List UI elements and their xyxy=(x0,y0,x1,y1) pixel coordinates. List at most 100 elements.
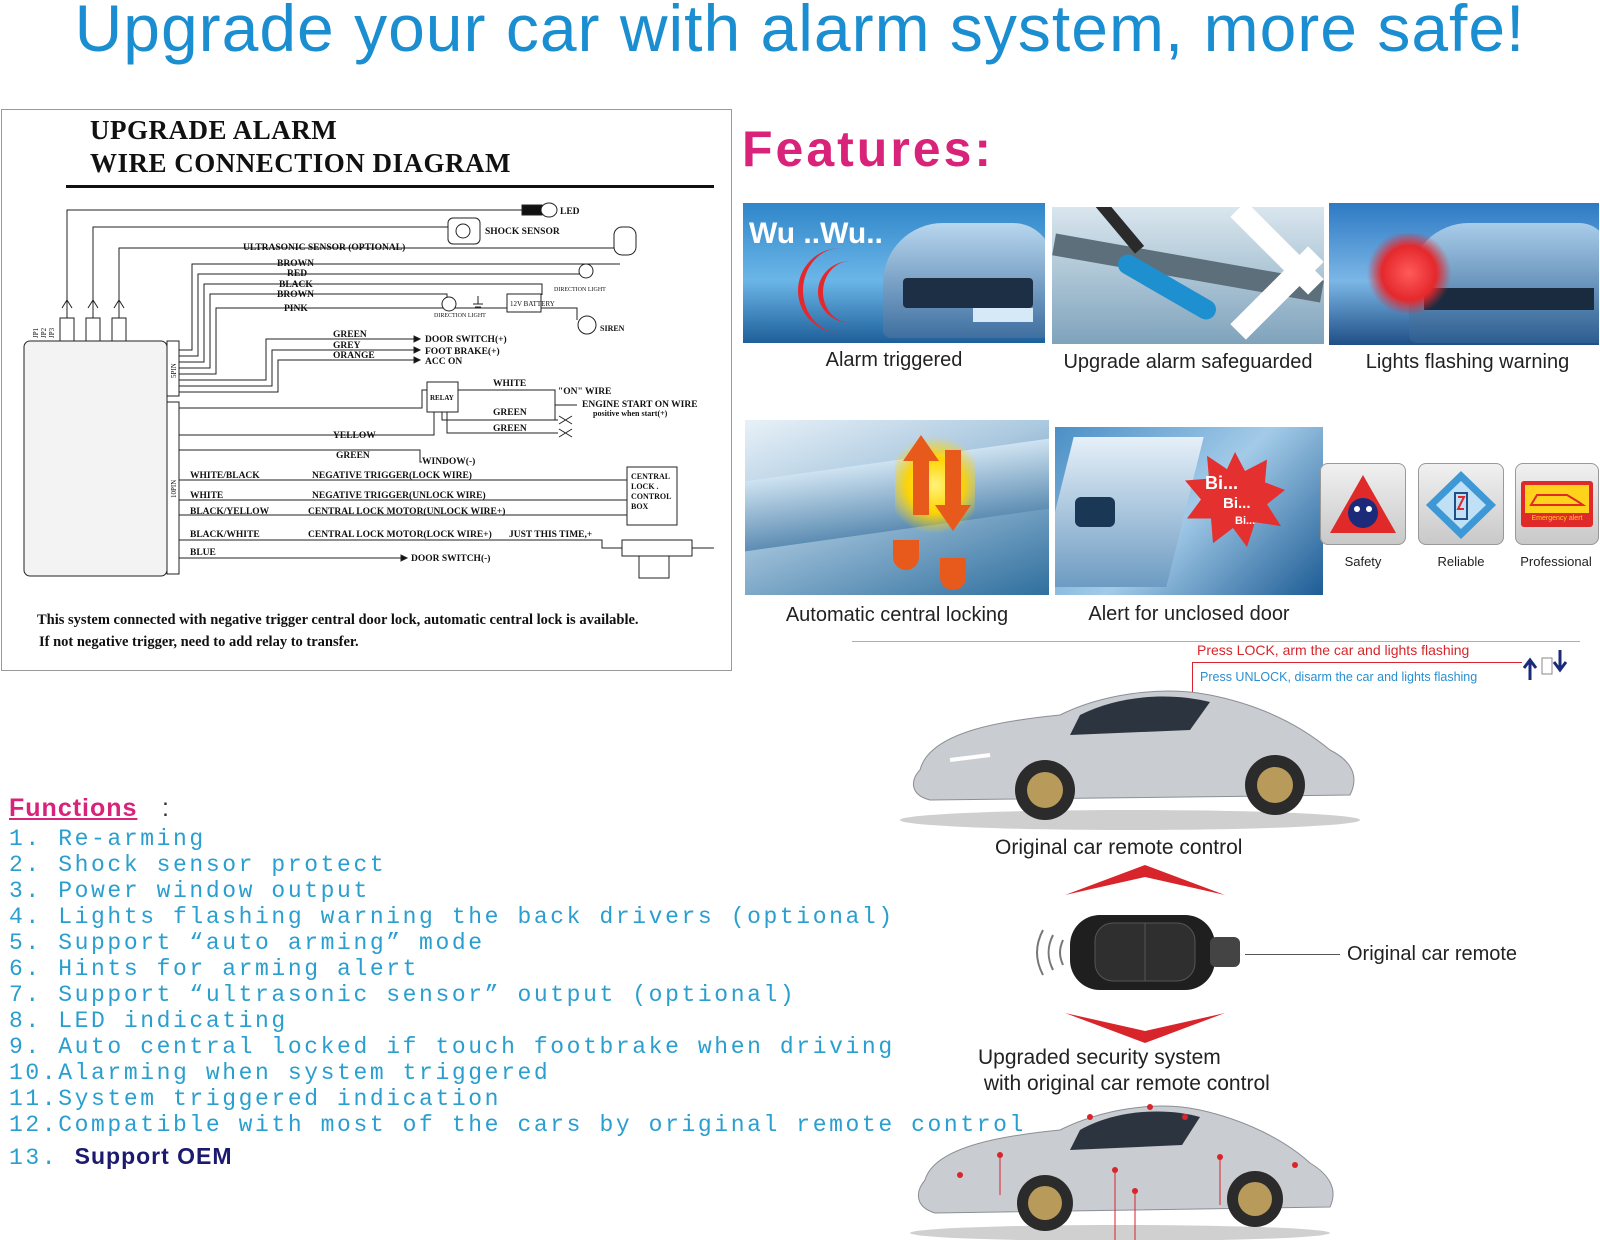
feature-alarm-triggered-image: Wu ..Wu.. xyxy=(743,203,1045,343)
label-green-4: GREEN xyxy=(336,451,370,461)
function-item: 12.Compatible with most of the cars by o… xyxy=(9,1112,1026,1138)
function-item: 2. Shock sensor protect xyxy=(9,852,387,878)
label-brown-2: BROWN xyxy=(277,290,314,300)
label-brown-1: BROWN xyxy=(277,259,314,269)
label-just-this-time: JUST THIS TIME,+ xyxy=(509,530,592,540)
label-green-3: GREEN xyxy=(493,424,527,434)
reliable-icon xyxy=(1426,471,1496,539)
label-central-box-2: LOCK . xyxy=(631,482,659,491)
label-5pin: 5PIN xyxy=(170,363,178,378)
label-jp3: JP3 xyxy=(48,327,56,338)
label-positive-start: positive when start(+) xyxy=(593,409,668,418)
caption-lights-flashing: Lights flashing warning xyxy=(1365,351,1570,373)
label-direction-light-2: DIRECTION LIGHT xyxy=(434,313,486,319)
caption-unclosed-door: Alert for unclosed door xyxy=(1088,603,1290,625)
support-oem-text: Support OEM xyxy=(74,1143,233,1169)
label-orange: ORANGE xyxy=(333,351,375,361)
label-led: LED xyxy=(560,207,580,217)
wire-connection-diagram: UPGRADE ALARM WIRE CONNECTION DIAGRAM xyxy=(1,109,732,671)
feature-safeguarded-image xyxy=(1052,207,1324,344)
function-item: 7. Support “ultrasonic sensor” output (o… xyxy=(9,982,797,1008)
label-red: RED xyxy=(287,269,307,279)
label-central-box-3: CONTROL xyxy=(631,492,671,501)
bi-overlay-1: Bi... xyxy=(1205,473,1239,493)
diagram-title-line2: WIRE CONNECTION DIAGRAM xyxy=(90,148,512,178)
label-blue: BLUE xyxy=(190,548,216,558)
label-battery: 12V BATTERY xyxy=(510,300,555,308)
label-central-box-1: CENTRAL xyxy=(631,472,670,481)
label-shock-sensor: SHOCK SENSOR xyxy=(485,227,560,237)
diagram-title-line1: UPGRADE ALARM xyxy=(90,115,338,145)
function-13-number: 13. xyxy=(9,1145,59,1171)
label-door-switch-neg: DOOR SWITCH(-) xyxy=(411,553,490,564)
badge-reliable xyxy=(1418,463,1504,545)
diagram-note-2: If not negative trigger, need to add rel… xyxy=(39,634,359,650)
label-neg-unlock: NEGATIVE TRIGGER(UNLOCK WIRE) xyxy=(312,490,486,501)
label-door-switch-pos: DOOR SWITCH(+) xyxy=(425,334,507,345)
lock-pointer-line-h xyxy=(1192,662,1522,663)
label-yellow: YELLOW xyxy=(333,431,376,441)
chevron-down-icon xyxy=(1065,1013,1225,1043)
connector-10pin xyxy=(166,401,180,575)
label-motor-lock: CENTRAL LOCK MOTOR(LOCK WIRE+) xyxy=(308,529,492,540)
label-pink: PINK xyxy=(284,304,308,314)
wiring-svg: LED SHOCK SENSOR ULTRASONIC SENSOR (OPTI… xyxy=(23,202,714,579)
functions-heading: Functions xyxy=(9,794,138,822)
chevron-up-icon xyxy=(1065,865,1225,895)
label-window: WINDOW(-) xyxy=(422,456,475,467)
badge-caption-reliable: Reliable xyxy=(1437,554,1485,569)
feature-lights-flashing-image xyxy=(1329,203,1599,345)
label-white-1: WHITE xyxy=(493,379,526,389)
label-on-wire: "ON" WIRE xyxy=(558,387,611,397)
caption-safeguarded: Upgrade alarm safeguarded xyxy=(1063,351,1313,373)
label-10pin: 10PIN xyxy=(170,480,178,498)
feature-unclosed-door-image: Bi... Bi... Bi... xyxy=(1055,427,1323,595)
label-green-1: GREEN xyxy=(333,330,367,340)
label-motor-unlock: CENTRAL LOCK MOTOR(UNLOCK WIRE+) xyxy=(308,506,505,517)
label-engine-start: ENGINE START ON WIRE xyxy=(582,400,698,410)
label-black: BLACK xyxy=(279,280,313,290)
label-green-2: GREEN xyxy=(493,408,527,418)
label-ultrasonic: ULTRASONIC SENSOR (OPTIONAL) xyxy=(243,242,405,253)
wu-wu-overlay: Wu ..Wu.. xyxy=(749,217,883,250)
diagram-note-1: This system connected with negative trig… xyxy=(37,612,639,628)
label-jp2: JP2 xyxy=(40,327,48,338)
function-item: 9. Auto central locked if touch footbrak… xyxy=(9,1034,895,1060)
bi-overlay-3: Bi... xyxy=(1235,515,1256,527)
upgraded-car-image xyxy=(910,1104,1334,1240)
label-neg-lock: NEGATIVE TRIGGER(LOCK WIRE) xyxy=(312,470,472,481)
lock-unlock-arrows-icon xyxy=(1522,650,1568,680)
upgraded-caption-2: with original car remote control xyxy=(978,1072,1270,1095)
label-siren: SIREN xyxy=(600,324,625,333)
original-control-caption: Original car remote control xyxy=(995,836,1243,859)
label-grey: GREY xyxy=(333,341,361,351)
car-alert-icon xyxy=(1529,494,1587,506)
label-direction-light-1: DIRECTION LIGHT xyxy=(554,287,606,293)
function-item: 4. Lights flashing warning the back driv… xyxy=(9,904,895,930)
badge-safety xyxy=(1320,463,1406,545)
function-item: 1. Re-arming xyxy=(9,826,206,852)
original-remote-caption: Original car remote xyxy=(1347,943,1518,965)
function-item: 3. Power window output xyxy=(9,878,370,904)
label-black-white: BLACK/WHITE xyxy=(190,530,260,540)
label-jp1: JP1 xyxy=(32,327,40,338)
function-item: 8. LED indicating xyxy=(9,1008,288,1034)
remote-pointer-line xyxy=(1245,954,1340,955)
label-central-box-4: BOX xyxy=(631,502,649,511)
press-unlock-text: Press UNLOCK, disarm the car and lights … xyxy=(1200,670,1478,684)
remote-key-fob-icon xyxy=(1036,915,1240,990)
function-item: 11.System triggered indication xyxy=(9,1086,502,1112)
caption-alarm-triggered: Alarm triggered xyxy=(825,349,963,371)
bi-overlay-2: Bi... xyxy=(1223,495,1251,512)
function-item: 10.Alarming when system triggered xyxy=(9,1060,551,1086)
original-car-image xyxy=(900,690,1360,830)
emergency-alert-sign: Emergency alert xyxy=(1531,515,1583,522)
remote-section-rule xyxy=(852,641,1580,642)
function-item: 5. Support “auto arming” mode xyxy=(9,930,485,956)
functions-colon: : xyxy=(162,794,169,822)
label-white-black: WHITE/BLACK xyxy=(190,471,260,481)
label-acc-on: ACC ON xyxy=(425,357,462,367)
feature-central-locking-image xyxy=(745,420,1049,595)
function-item: 6. Hints for arming alert xyxy=(9,956,420,982)
safety-icon xyxy=(1330,475,1396,533)
